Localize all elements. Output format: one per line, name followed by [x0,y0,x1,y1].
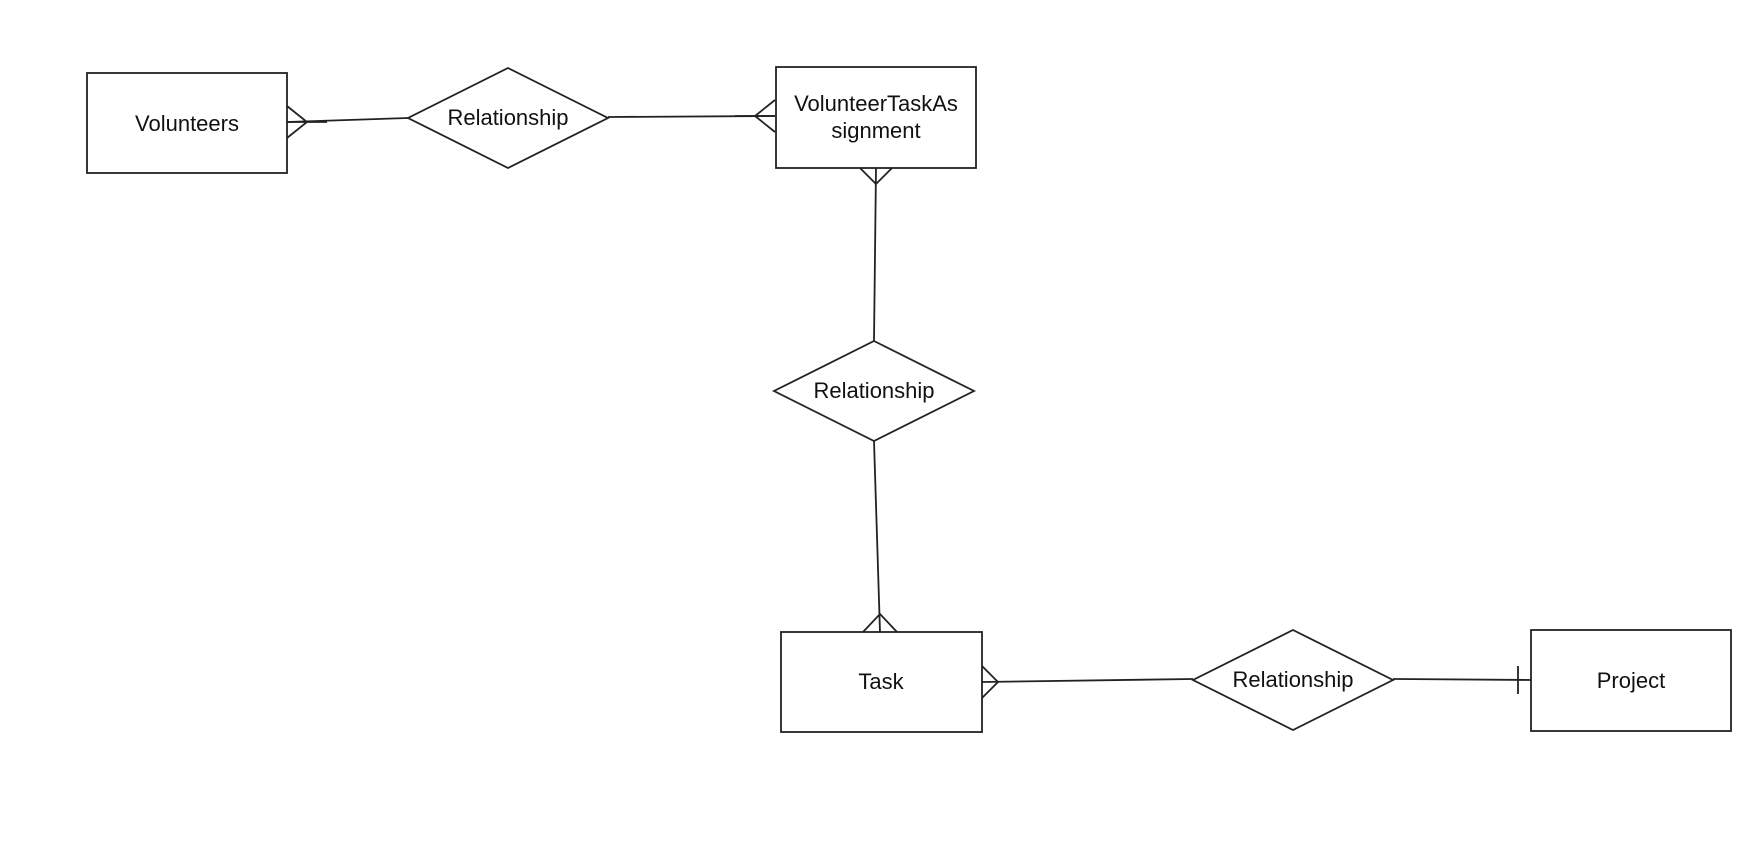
entity-box [86,72,288,174]
edge-task-to-relationship-3 [981,678,1194,683]
relationship-volunteers-assignment[interactable]: Relationship [405,66,611,170]
crows-foot-many-task-right [981,665,1000,699]
entity-label-line-2: signment [831,118,920,143]
crows-foot-many-volunteers [286,105,327,139]
entity-label: Volunteers [135,111,239,136]
entity-label: Project [1597,668,1665,693]
entity-box [780,631,983,733]
connector-lines [286,115,1532,683]
relationship-diamond [771,339,977,443]
entity-box [775,66,977,169]
edge-assignment-to-relationship-2 [873,167,877,342]
relationship-assignment-task[interactable]: Relationship [771,339,977,443]
relationship-label: Relationship [1232,667,1353,692]
entity-task[interactable]: Task [780,631,983,733]
cardinality-markers [286,99,1519,699]
entity-volunteers[interactable]: Volunteers [86,72,288,174]
crows-foot-many-task-top [862,612,898,633]
relationship-task-project[interactable]: Relationship [1190,628,1396,732]
entity-label: Task [858,669,904,694]
relationship-label: Relationship [447,105,568,130]
entity-volunteer-task-assignment[interactable]: VolunteerTaskAs signment [775,66,977,169]
edge-relationship-2-to-task [873,440,881,633]
crows-foot-many-assignment-bottom [859,167,893,186]
crows-foot-many-assignment-left [735,99,776,133]
entity-box [1530,629,1732,732]
relationship-label: Relationship [813,378,934,403]
relationship-diamond [1190,628,1396,732]
entity-label-line-1: VolunteerTaskAs [794,91,958,116]
relationship-diamond [405,66,611,170]
edge-relationship-3-to-project [1392,678,1532,681]
entity-project[interactable]: Project [1530,629,1732,732]
